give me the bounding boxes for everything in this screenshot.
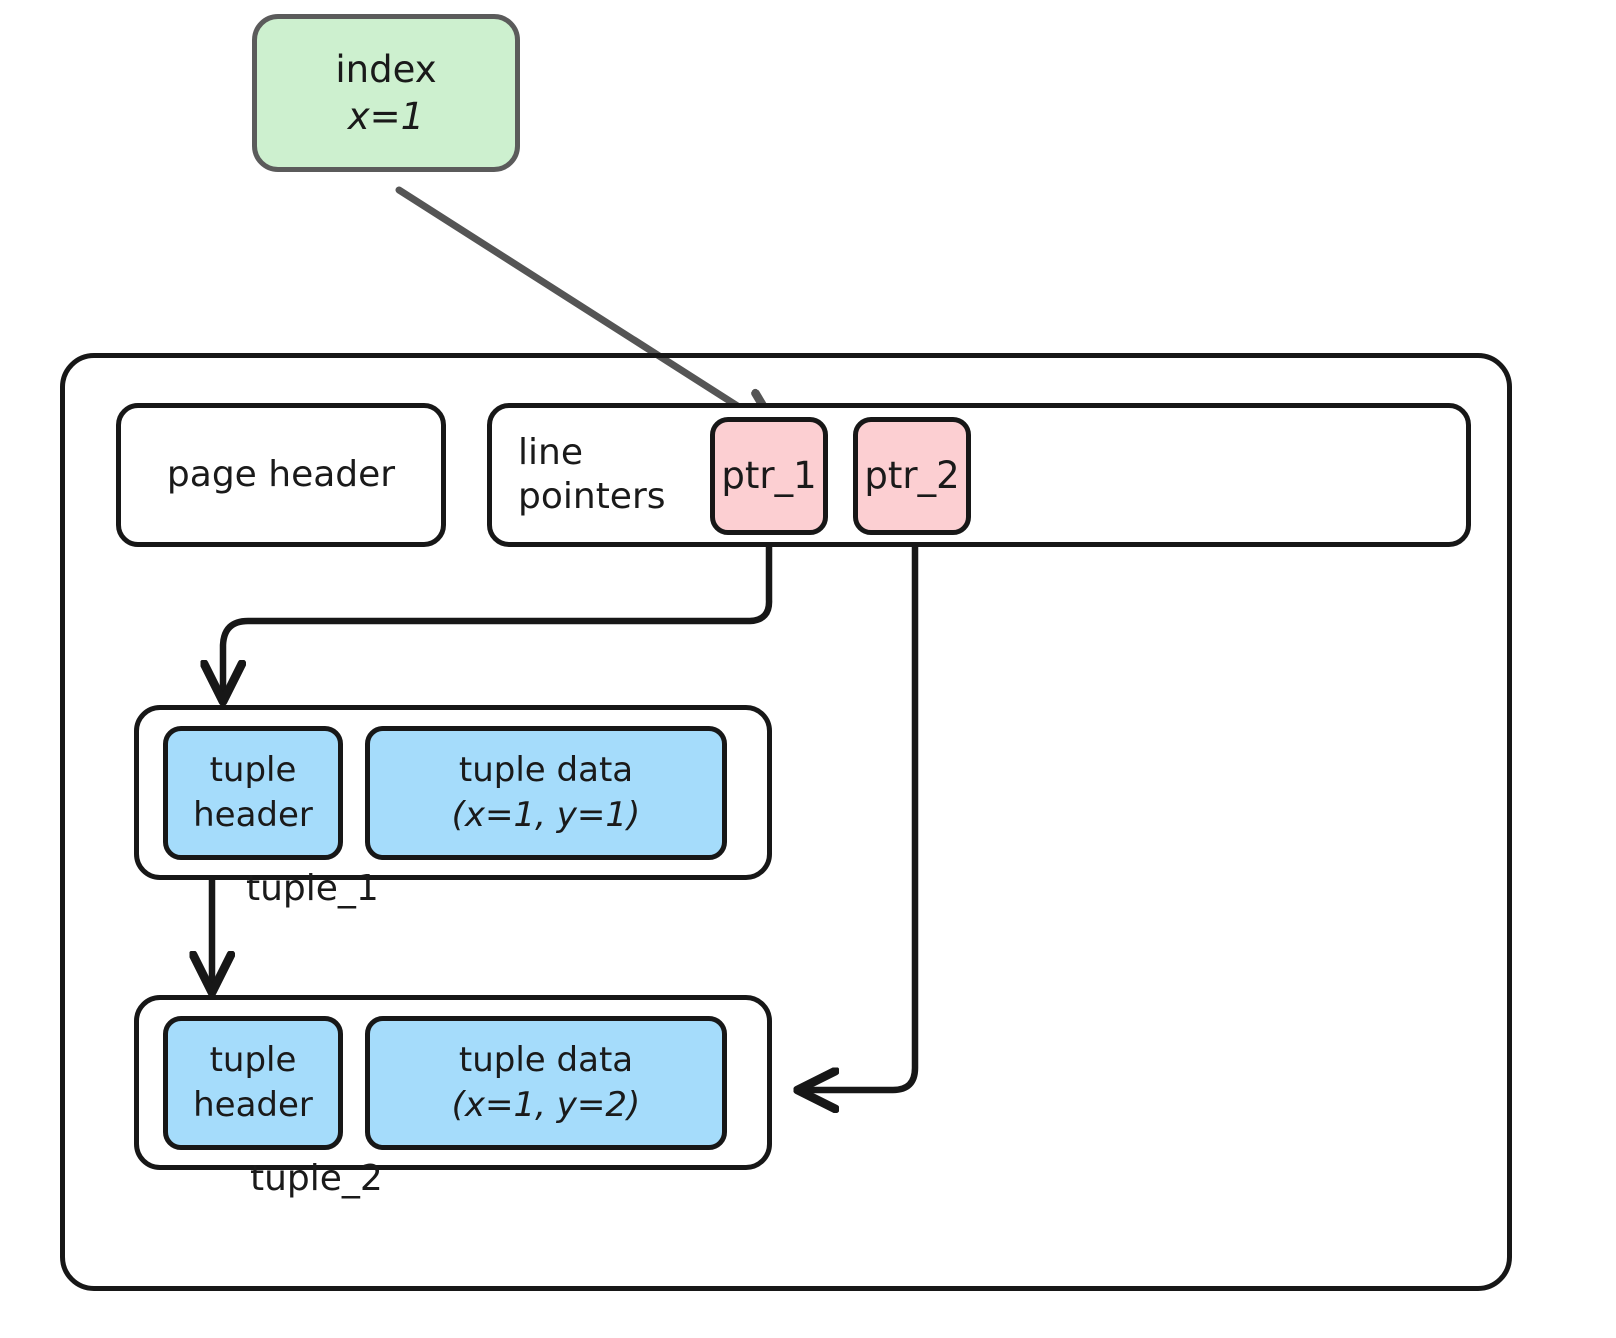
tuple-2-header-cell[interactable]: tuple header [163, 1015, 343, 1150]
line-pointers-label: line pointers [518, 431, 666, 519]
line-pointer-2-label: ptr_2 [864, 454, 960, 498]
line-pointer-1-label: ptr_1 [721, 454, 817, 498]
tuple-1-header-cell[interactable]: tuple header [163, 725, 343, 860]
tuple-1[interactable]: tuple header tuple data (x=1, y=1) [134, 705, 772, 880]
tuple-1-caption: tuple_1 [246, 868, 379, 909]
tuple-2-data-line2: (x=1, y=2) [451, 1084, 641, 1125]
tuple-1-header-line2: header [193, 794, 313, 835]
page-header-box[interactable]: page header [116, 403, 446, 547]
tuple-2-data-cell[interactable]: tuple data (x=1, y=2) [365, 1015, 727, 1150]
page-container [60, 353, 1512, 1291]
index-node-label-line1: index [335, 47, 437, 91]
tuple-2-data-line1: tuple data [458, 1040, 634, 1081]
tuple-2-header-line2: header [193, 1084, 313, 1125]
line-pointer-2[interactable]: ptr_2 [853, 417, 971, 535]
line-pointer-1[interactable]: ptr_1 [710, 417, 828, 535]
tuple-1-header-line1: tuple [209, 750, 297, 791]
line-pointers-label-line1: line [518, 432, 583, 474]
page-header-label: page header [166, 453, 396, 495]
index-node[interactable]: index x=1 [252, 14, 520, 172]
tuple-2-caption: tuple_2 [250, 1158, 383, 1199]
tuple-1-data-line1: tuple data [458, 750, 634, 791]
line-pointers-box[interactable]: line pointers [487, 403, 1471, 547]
tuple-1-data-cell[interactable]: tuple data (x=1, y=1) [365, 725, 727, 860]
tuple-1-data-line2: (x=1, y=1) [451, 794, 641, 835]
line-pointers-label-line2: pointers [518, 476, 666, 517]
tuple-2[interactable]: tuple header tuple data (x=1, y=2) [134, 995, 772, 1170]
tuple-2-header-line1: tuple [209, 1040, 297, 1081]
index-node-label-line2: x=1 [347, 95, 425, 138]
